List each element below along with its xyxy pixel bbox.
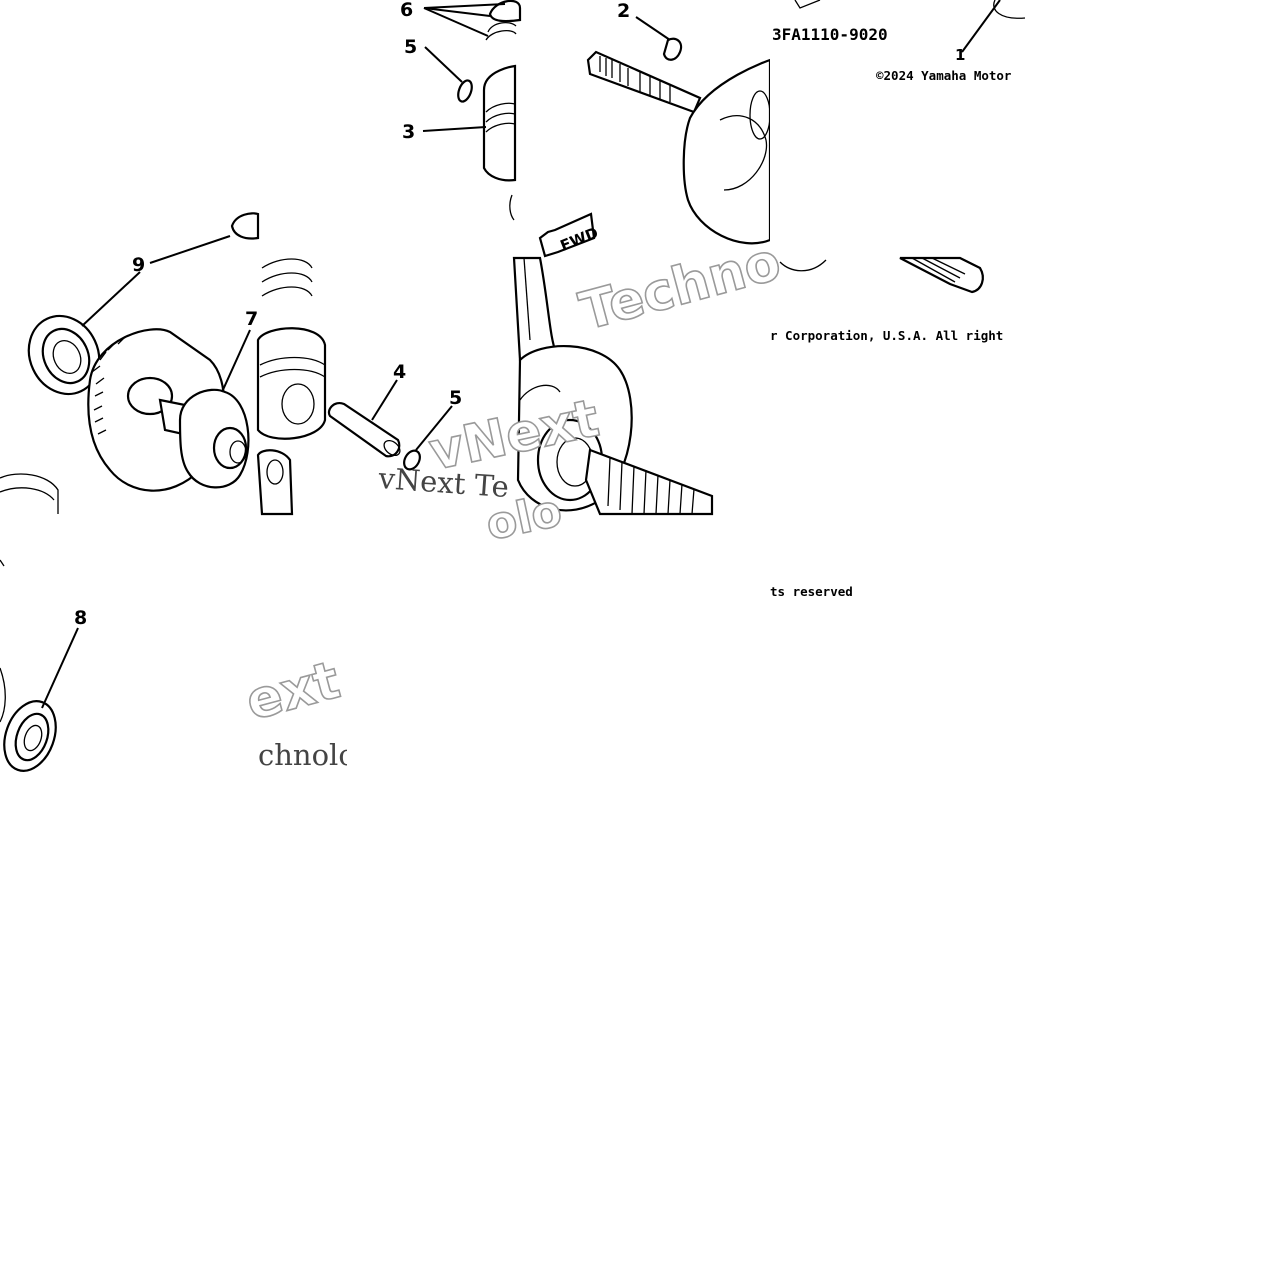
callout-1: 1 [955,46,965,64]
watermark-techno: Techno [574,232,787,343]
crankshaft-group: 2 FWD [538,0,772,258]
callout-5-upper: 5 [404,36,417,58]
piston-lower [256,327,327,440]
callout-8: 8 [74,607,87,629]
bearing-8 [3,700,57,772]
fwd-arrow [538,212,596,258]
watermark-chnolo: chnolo [258,738,356,772]
callout-9: 9 [132,254,145,276]
rod-big-end-group [512,256,714,516]
callout-4: 4 [393,361,406,383]
piston-group: 6 5 3 [400,0,522,221]
crank-gear-group: 9 7 [0,212,260,514]
bearing-8-group: 8 [0,559,87,772]
woodruff-key [662,37,683,61]
title-block: 1 3FA1110-9020 ©2024 Yamaha Motor [770,0,1028,258]
copyright-line-1: ©2024 Yamaha Motor [876,68,1012,83]
callout-5-lower: 5 [449,387,462,409]
bearing-9 [27,314,101,396]
title-block-2: r Corporation, U.S.A. All right [770,256,1003,343]
piston [482,64,517,182]
callout-7: 7 [245,308,258,330]
watermark-ext: ext [240,650,346,732]
copyright-line-2: r Corporation, U.S.A. All right [770,328,1003,343]
crank-web-upper [682,58,772,245]
circlip-upper [457,79,473,103]
connecting-rod [256,449,294,516]
callout-3: 3 [402,121,415,143]
crankshaft-shaft-end [586,50,702,114]
callout-6: 6 [400,0,413,21]
circlip-lower [403,449,421,471]
copyright-line-3: ts reserved [770,584,853,599]
piston-pin-group: 4 5 [256,258,462,516]
callout-2: 2 [617,0,630,22]
part-code: 3FA1110-9020 [772,25,888,44]
piston-pin [327,402,401,458]
